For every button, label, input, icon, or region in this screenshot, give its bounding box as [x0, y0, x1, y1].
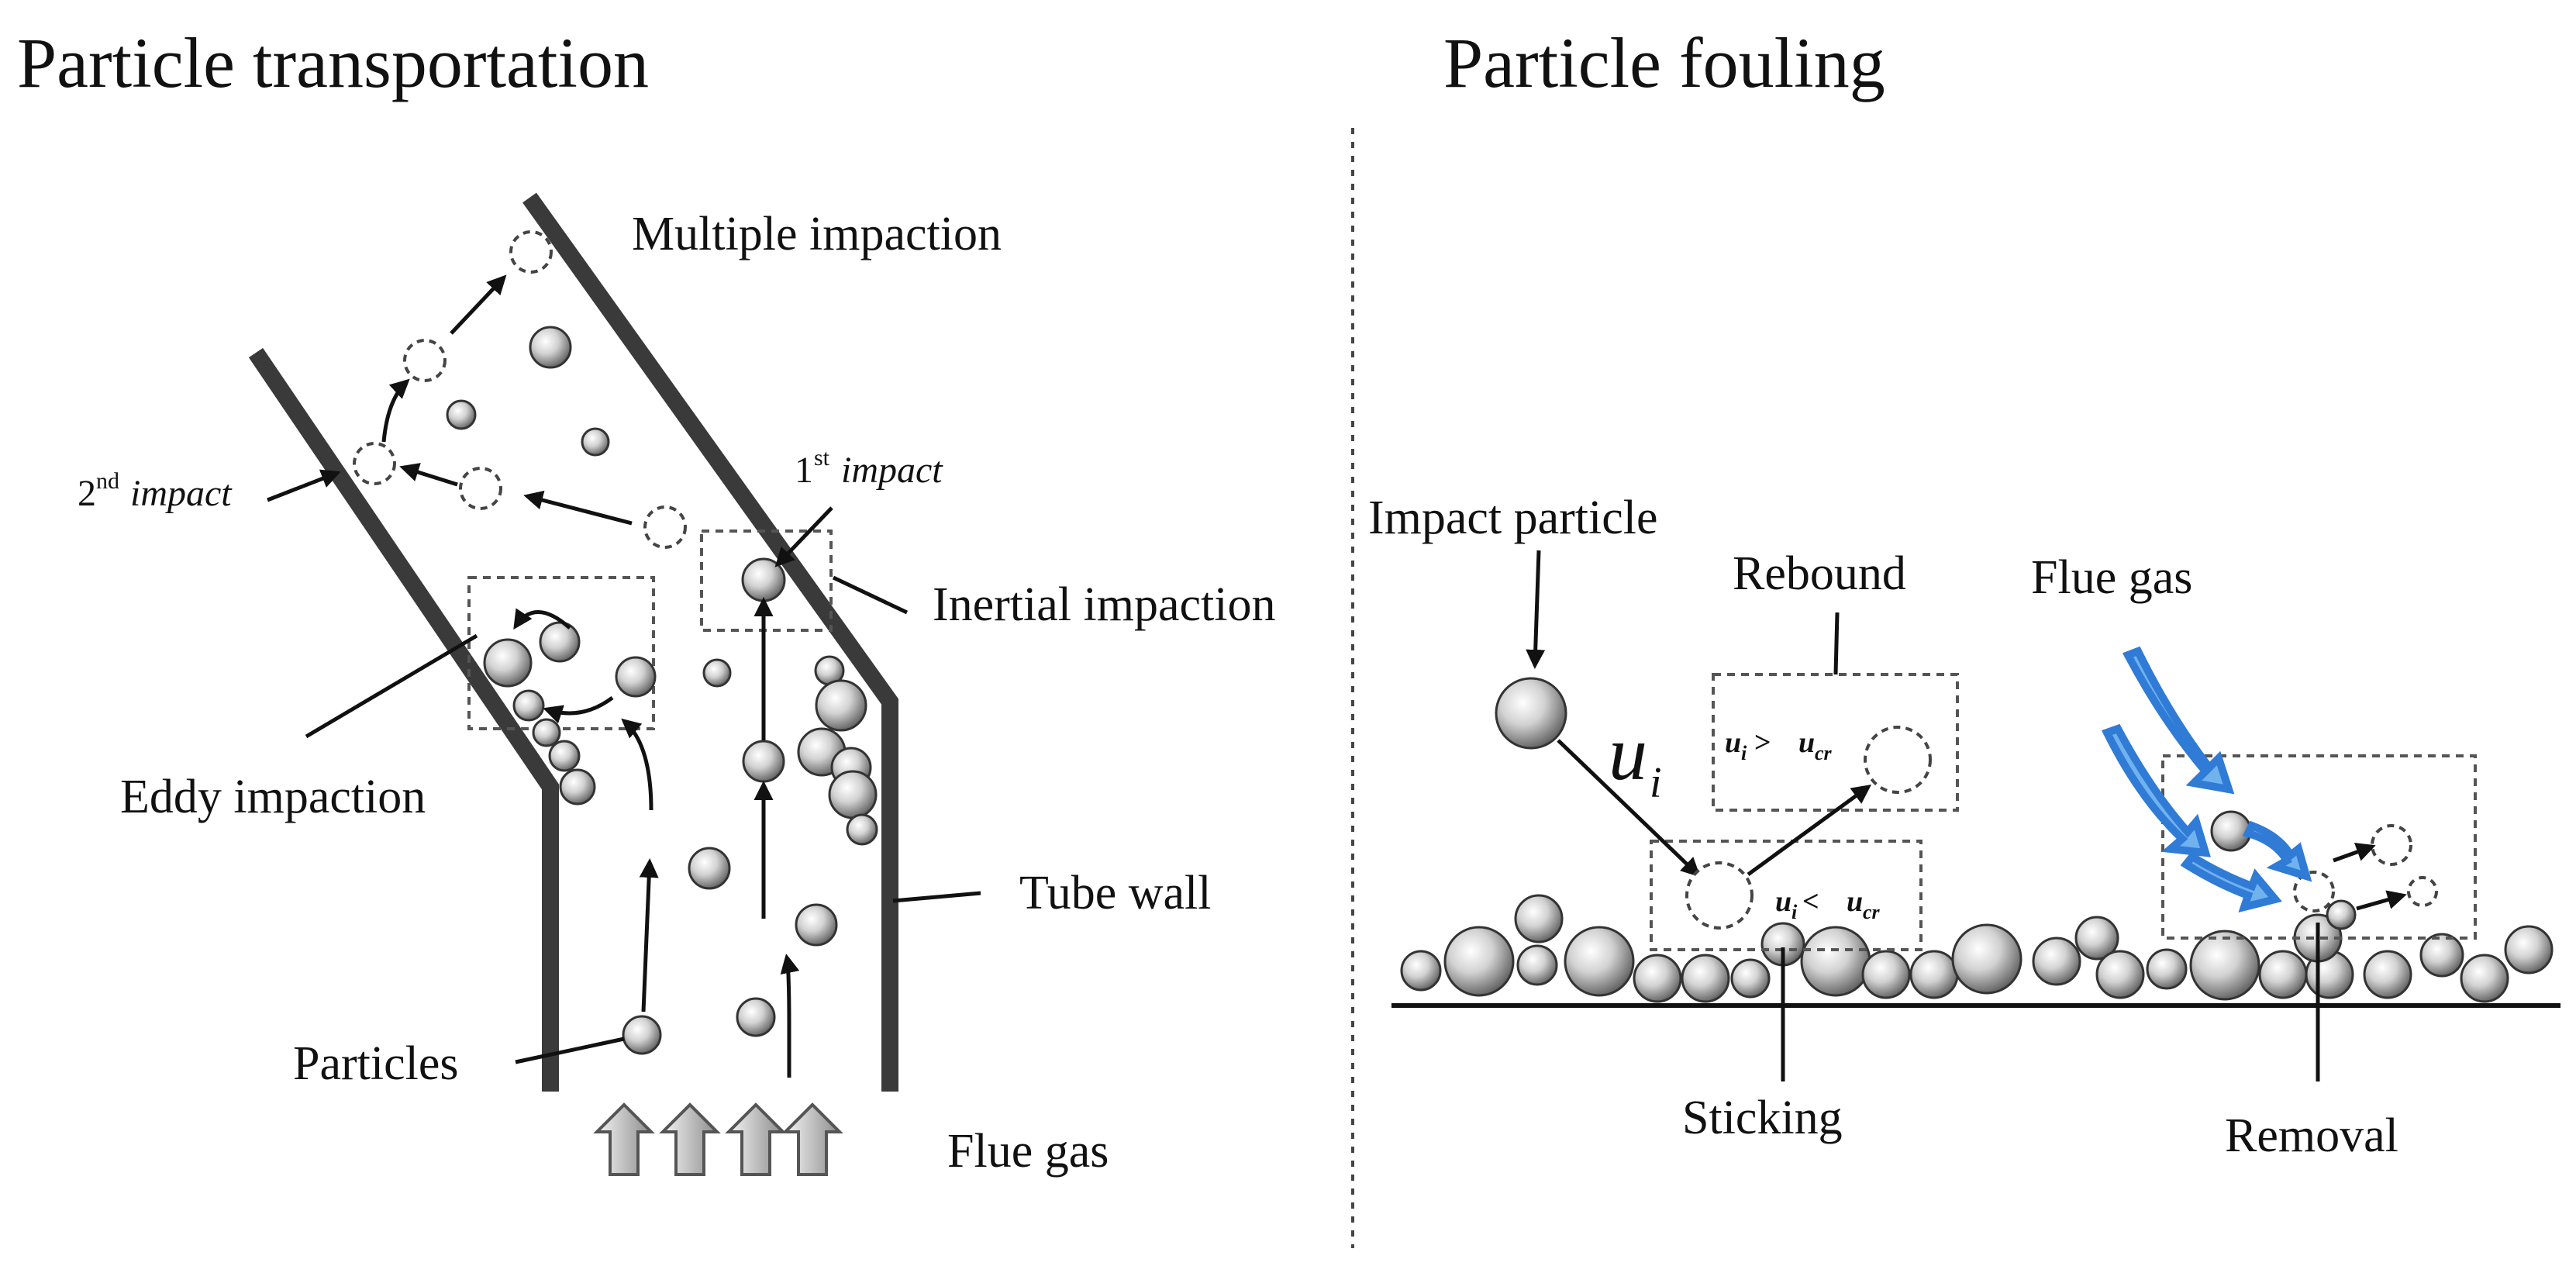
first-impact-arrow: [774, 506, 833, 567]
svg-text:2: 2: [78, 473, 96, 514]
svg-text:impact: impact: [130, 473, 233, 514]
removal-box: [2161, 754, 2477, 940]
rebound-condition: u i > u cr: [1725, 726, 1833, 764]
right-panel-title: Particle fouling: [1443, 23, 1885, 102]
multiple-impaction-path: [353, 230, 687, 549]
svg-text:u: u: [1609, 710, 1647, 796]
rebound-box: [1712, 673, 1959, 812]
second-impact-arrow: [267, 469, 341, 502]
tube-wall-right: [522, 192, 898, 1092]
eddy-impaction-label: Eddy impaction: [120, 771, 426, 823]
tube-wall-label: Tube wall: [1019, 867, 1211, 919]
second-impact-label: 2 nd impact: [78, 468, 233, 514]
svg-text:st: st: [814, 445, 830, 471]
svg-text:nd: nd: [96, 468, 119, 494]
sticking-ghost-particle: [1685, 861, 1754, 930]
flue-gas-label-left: Flue gas: [947, 1125, 1109, 1178]
sticking-label: Sticking: [1682, 1092, 1843, 1144]
deposit-particles: [1400, 894, 2554, 1003]
svg-text:cr: cr: [1863, 901, 1881, 923]
sticking-box: [1650, 840, 1923, 951]
removal-particles: [2210, 810, 2438, 930]
tube-wall-leader: [892, 891, 981, 903]
eddy-leader: [305, 633, 478, 739]
flow-paths-left: [513, 597, 800, 1078]
flue-gas-up-arrows: [593, 1102, 843, 1176]
first-impact-label: 1 st impact: [795, 445, 943, 491]
rebound-ghost-particle: [1864, 726, 1932, 794]
impact-particle: [1495, 677, 1567, 750]
flue-gas-blue-arrows: [2102, 646, 2312, 913]
svg-text:>: >: [1754, 726, 1771, 759]
particles-pointer-particle: [622, 1015, 662, 1055]
flue-gas-label-right: Flue gas: [2031, 551, 2192, 604]
inertial-box: [700, 530, 833, 632]
svg-text:impact: impact: [841, 450, 943, 491]
inertial-leader: [832, 575, 909, 615]
svg-text:i: i: [1650, 759, 1662, 807]
particles-label: Particles: [293, 1037, 459, 1090]
impact-particle-label: Impact particle: [1368, 492, 1658, 544]
inertial-impaction-label: Inertial impaction: [933, 578, 1275, 631]
rebound-trajectory: [1747, 785, 1872, 877]
rebound-leader: [1833, 612, 1840, 675]
sticking-condition: u i < u cr: [1775, 885, 1881, 923]
svg-text:i: i: [1791, 901, 1798, 923]
svg-text:u: u: [1725, 726, 1741, 759]
impact-trajectory: [1557, 739, 1701, 878]
svg-text:cr: cr: [1815, 742, 1833, 764]
impact-velocity-label: u i: [1609, 710, 1662, 807]
tube-wall-left: [248, 347, 559, 1092]
particle-cloud-left: [446, 326, 878, 1055]
svg-text:u: u: [1847, 885, 1863, 918]
svg-text:1: 1: [795, 450, 813, 491]
impact-particle-arrow: [1526, 550, 1546, 669]
svg-text:i: i: [1741, 742, 1747, 764]
particles-leader: [515, 1037, 625, 1064]
left-panel-title: Particle transportation: [17, 23, 649, 102]
multiple-impaction-label: Multiple impaction: [632, 208, 1002, 260]
rebound-label: Rebound: [1733, 547, 1906, 600]
svg-text:<: <: [1802, 885, 1819, 918]
removal-label: Removal: [2225, 1109, 2398, 1162]
svg-text:u: u: [1798, 726, 1815, 759]
svg-text:u: u: [1775, 885, 1791, 918]
